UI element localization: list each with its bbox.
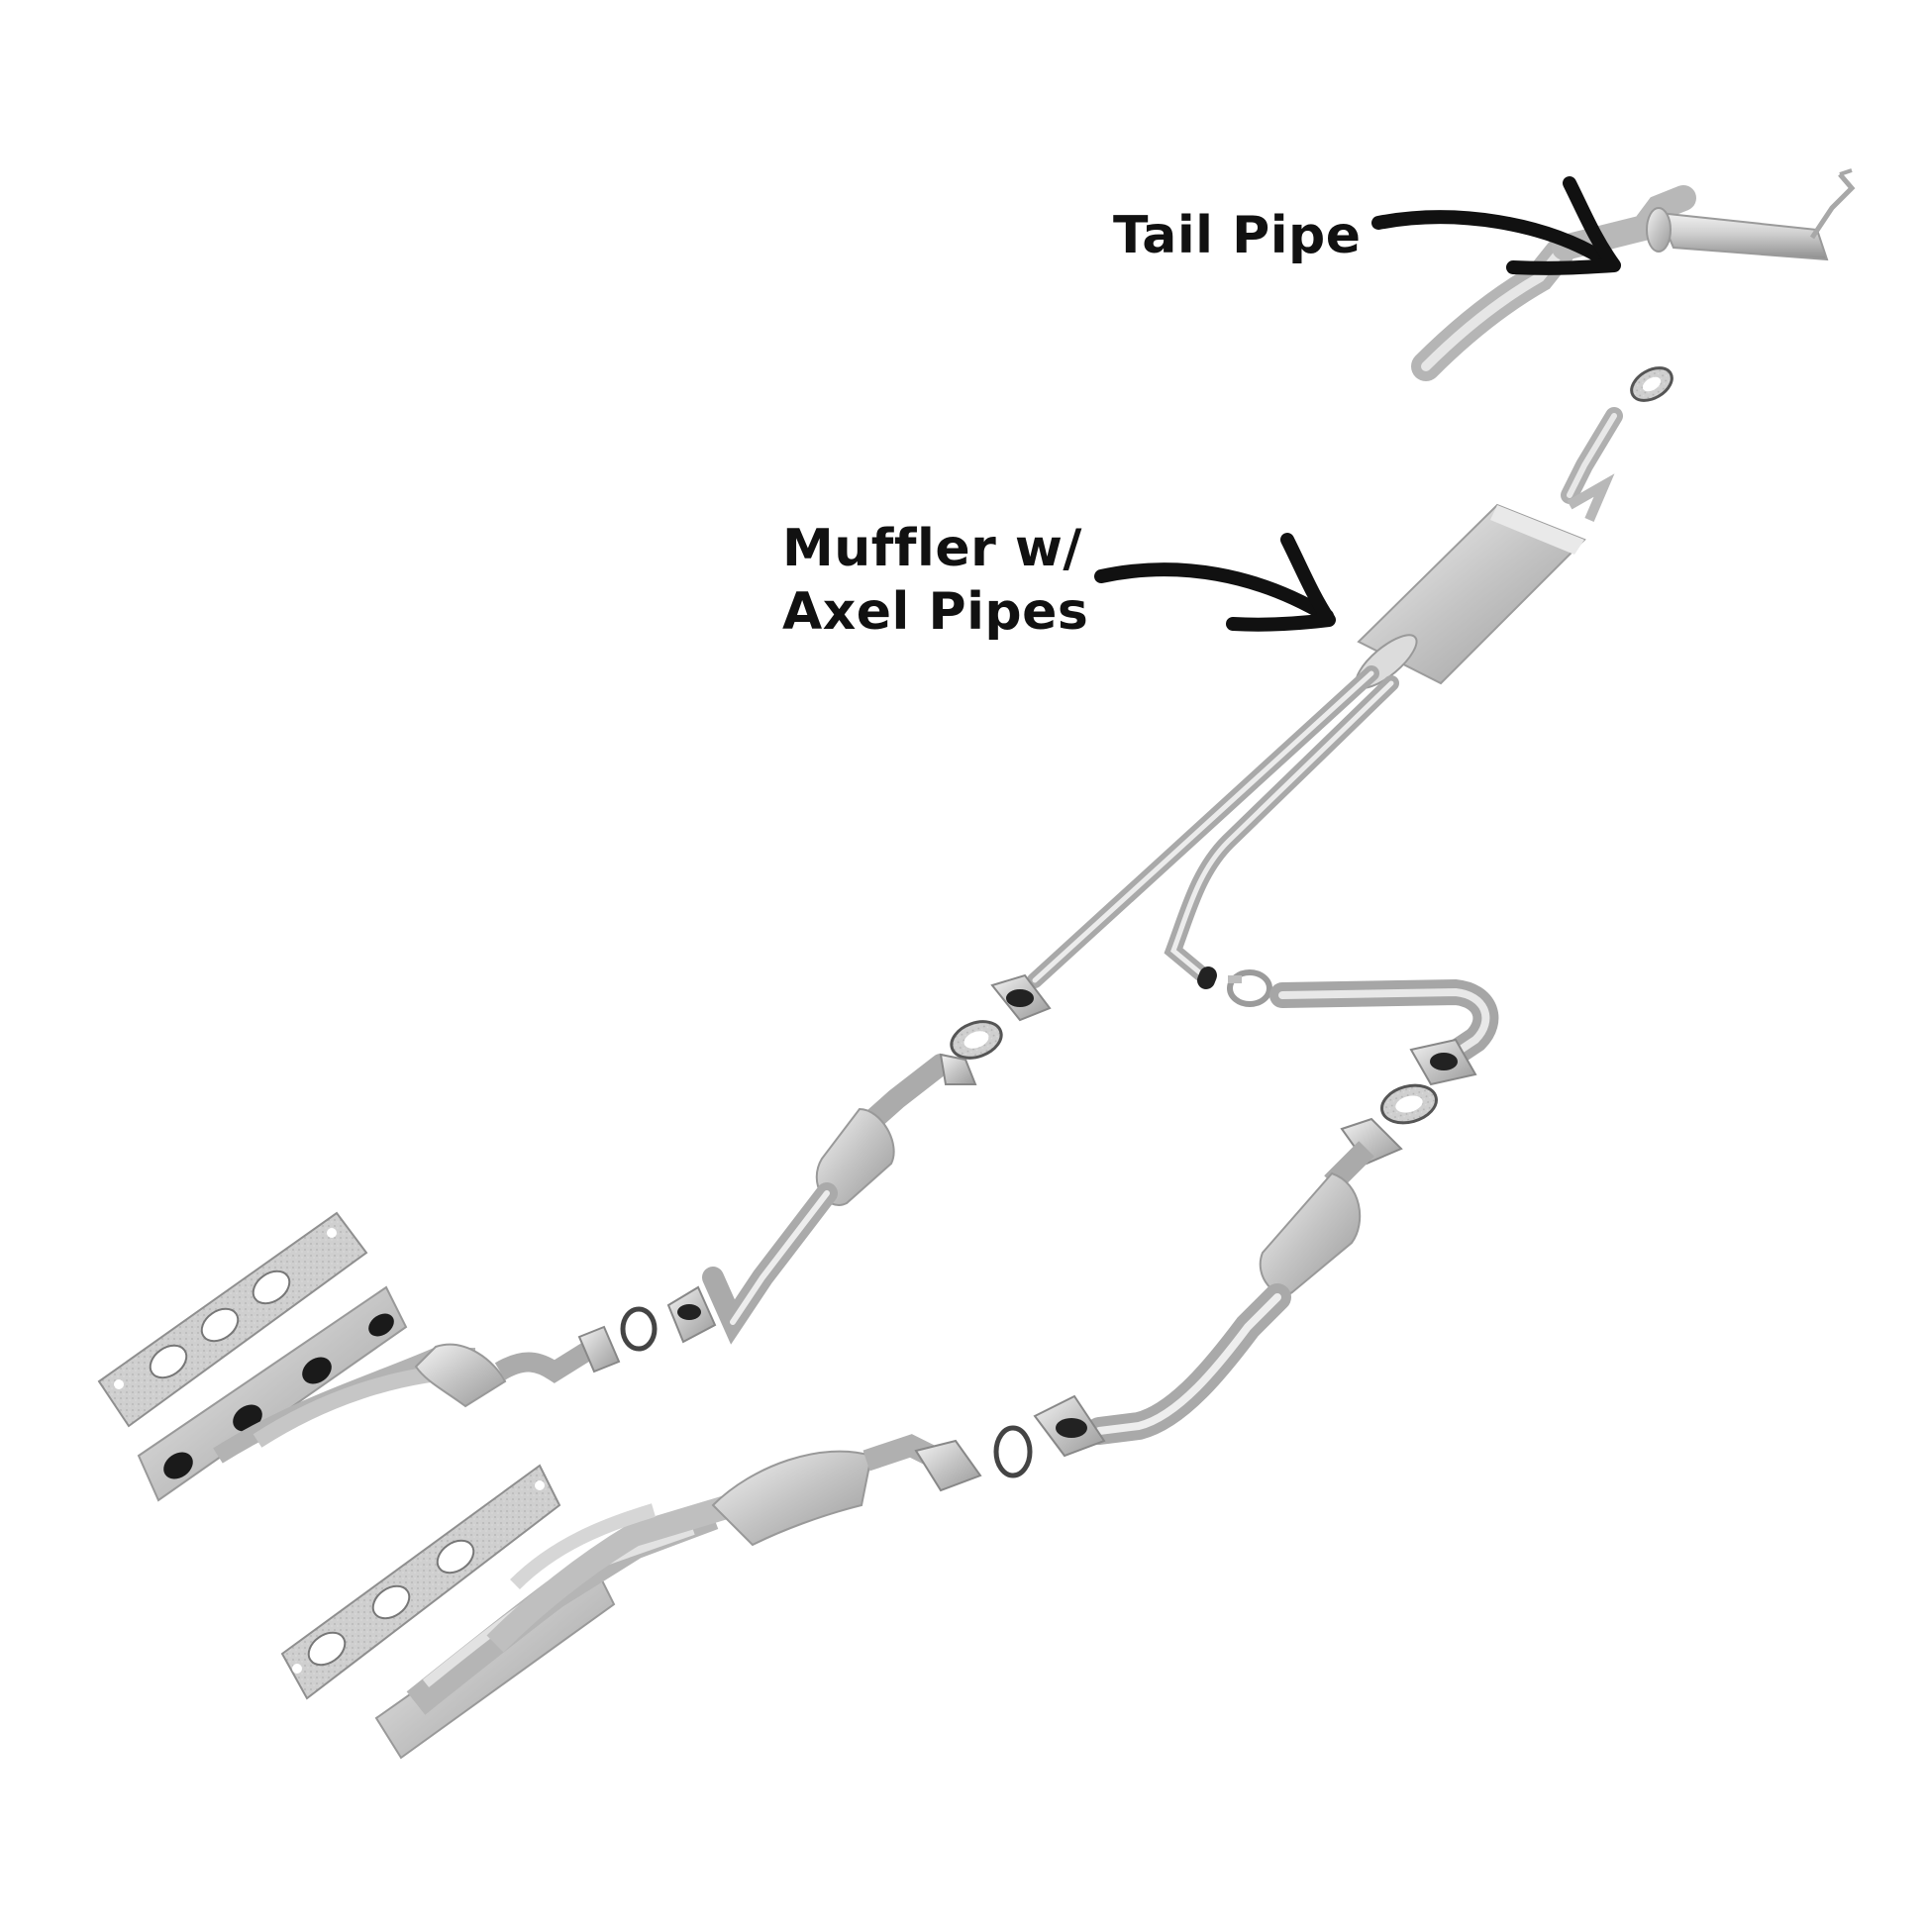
gasket-lower-right <box>993 1425 1033 1478</box>
curved-arrow-right-icon <box>1094 533 1336 632</box>
catalytic-converter-left <box>666 1053 977 1345</box>
tail-pipe-label: Tail Pipe <box>1113 206 1362 265</box>
tail-pipe <box>1411 168 1856 381</box>
axle-pipes <box>1027 665 1399 989</box>
gasket-upper-left <box>950 1020 1003 1060</box>
tail-pipe-gasket <box>1630 366 1673 402</box>
muffler <box>1355 407 1623 689</box>
header-gasket-upper <box>97 1211 368 1428</box>
curved-arrow-right-icon <box>1371 176 1621 275</box>
axle-pipe-flange <box>990 973 1052 1022</box>
crossover-pipe <box>1269 978 1499 1086</box>
exhaust-header-lower <box>374 1434 982 1760</box>
muffler-label-line-2: Axel Pipes <box>782 582 1089 642</box>
gasket-mid-left <box>620 1306 658 1352</box>
muffler-label-line-1: Muffler w/ <box>782 519 1082 578</box>
header-gasket-lower <box>280 1464 561 1700</box>
gasket-upper-right <box>1380 1083 1438 1125</box>
catalytic-converter-right <box>1033 1117 1403 1458</box>
pipe-clamp <box>1227 969 1272 1007</box>
exhaust-header-upper <box>137 1285 621 1502</box>
muffler-label: Muffler w/ Axel Pipes <box>782 517 1088 644</box>
